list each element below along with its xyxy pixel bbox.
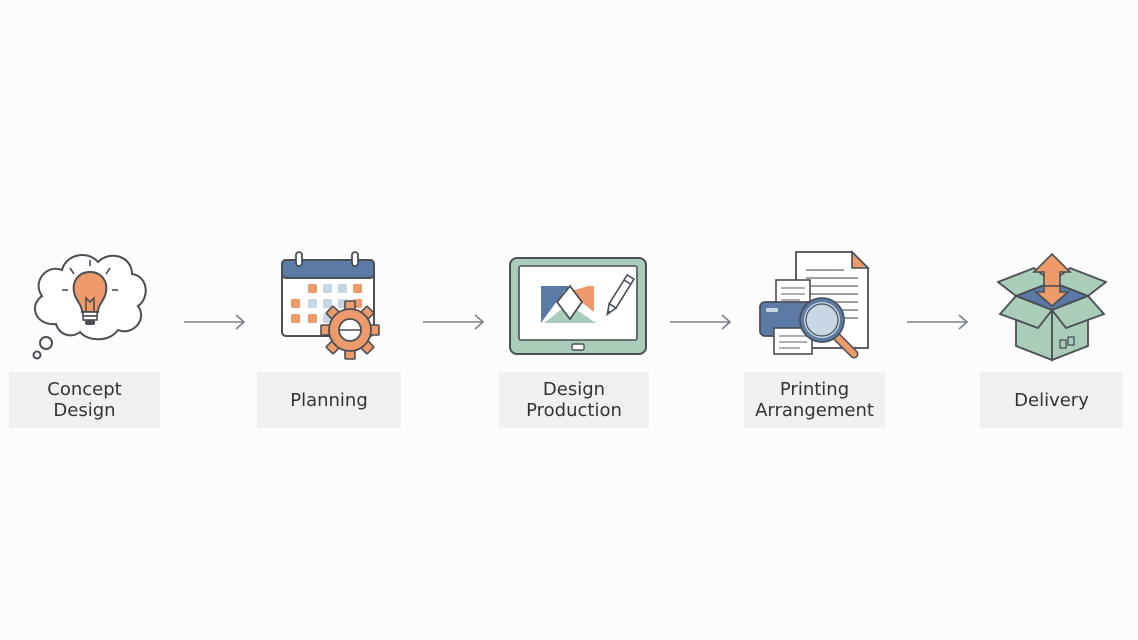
- arrow-right-icon: [906, 312, 970, 332]
- arrow-right-icon: [183, 312, 247, 332]
- step-label-design-production: Design Production: [499, 372, 649, 428]
- step-label-printing-arrangement: Printing Arrangement: [744, 372, 885, 428]
- arrow-right-icon: [422, 312, 486, 332]
- step-label-delivery: Delivery: [980, 372, 1123, 428]
- arrow-right-icon: [669, 312, 733, 332]
- open-box-arrows-icon: [994, 252, 1110, 364]
- printer-documents-magnifier-icon: [756, 250, 872, 362]
- calendar-gear-icon: [278, 250, 382, 360]
- tablet-drawing-icon: [508, 256, 648, 356]
- lightbulb-thought-icon: [26, 246, 152, 362]
- step-label-planning: Planning: [257, 372, 401, 428]
- step-label-concept-design: Concept Design: [9, 372, 160, 428]
